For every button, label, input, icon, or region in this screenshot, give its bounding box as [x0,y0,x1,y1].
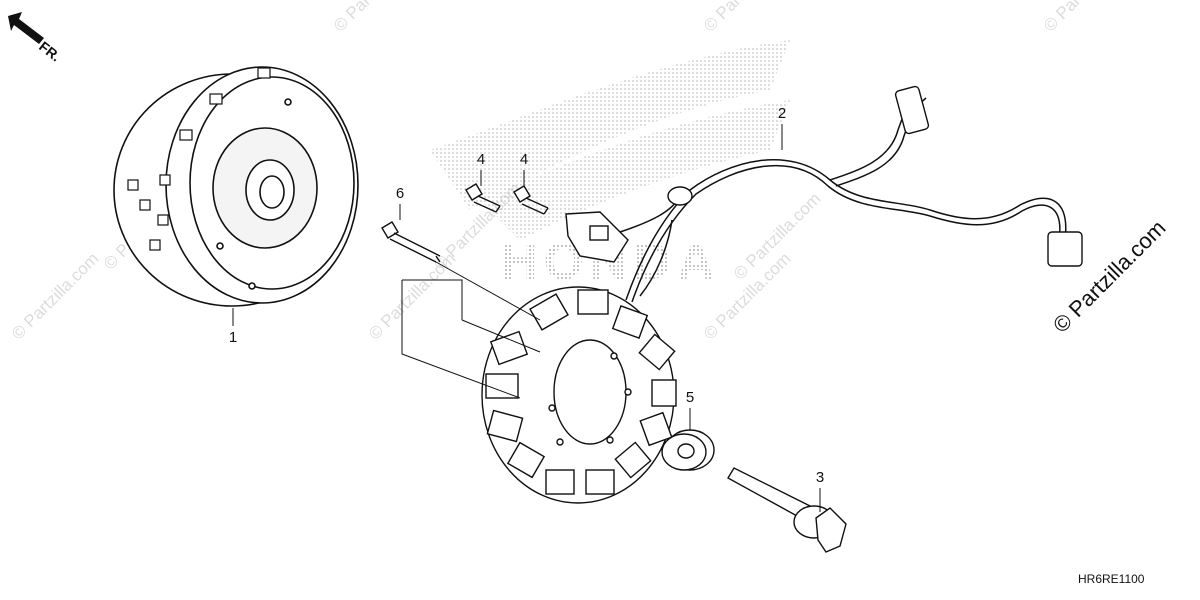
diagram-code: HR6RE1100 [1078,572,1145,586]
flywheel-part [113,66,359,307]
bolt-part [381,221,441,263]
callout-label: 5 [685,389,695,406]
callout-label: 2 [777,105,787,122]
stator-part [481,286,677,504]
bolt-part [513,185,549,215]
callout-label: 4 [519,151,529,168]
bolt-part [465,183,501,213]
guide-lines [401,261,541,399]
brand-wing-logo [430,40,790,240]
connector-part [667,85,1083,267]
callout-label: 4 [476,151,486,168]
callout-label: 3 [815,469,825,486]
flange-bolt-part [727,467,847,553]
washer-part [661,429,715,471]
callout-label: 1 [228,329,238,346]
arrow-icon [8,12,44,44]
callout-label: 6 [395,185,405,202]
pulse-sensor-part [565,211,629,263]
